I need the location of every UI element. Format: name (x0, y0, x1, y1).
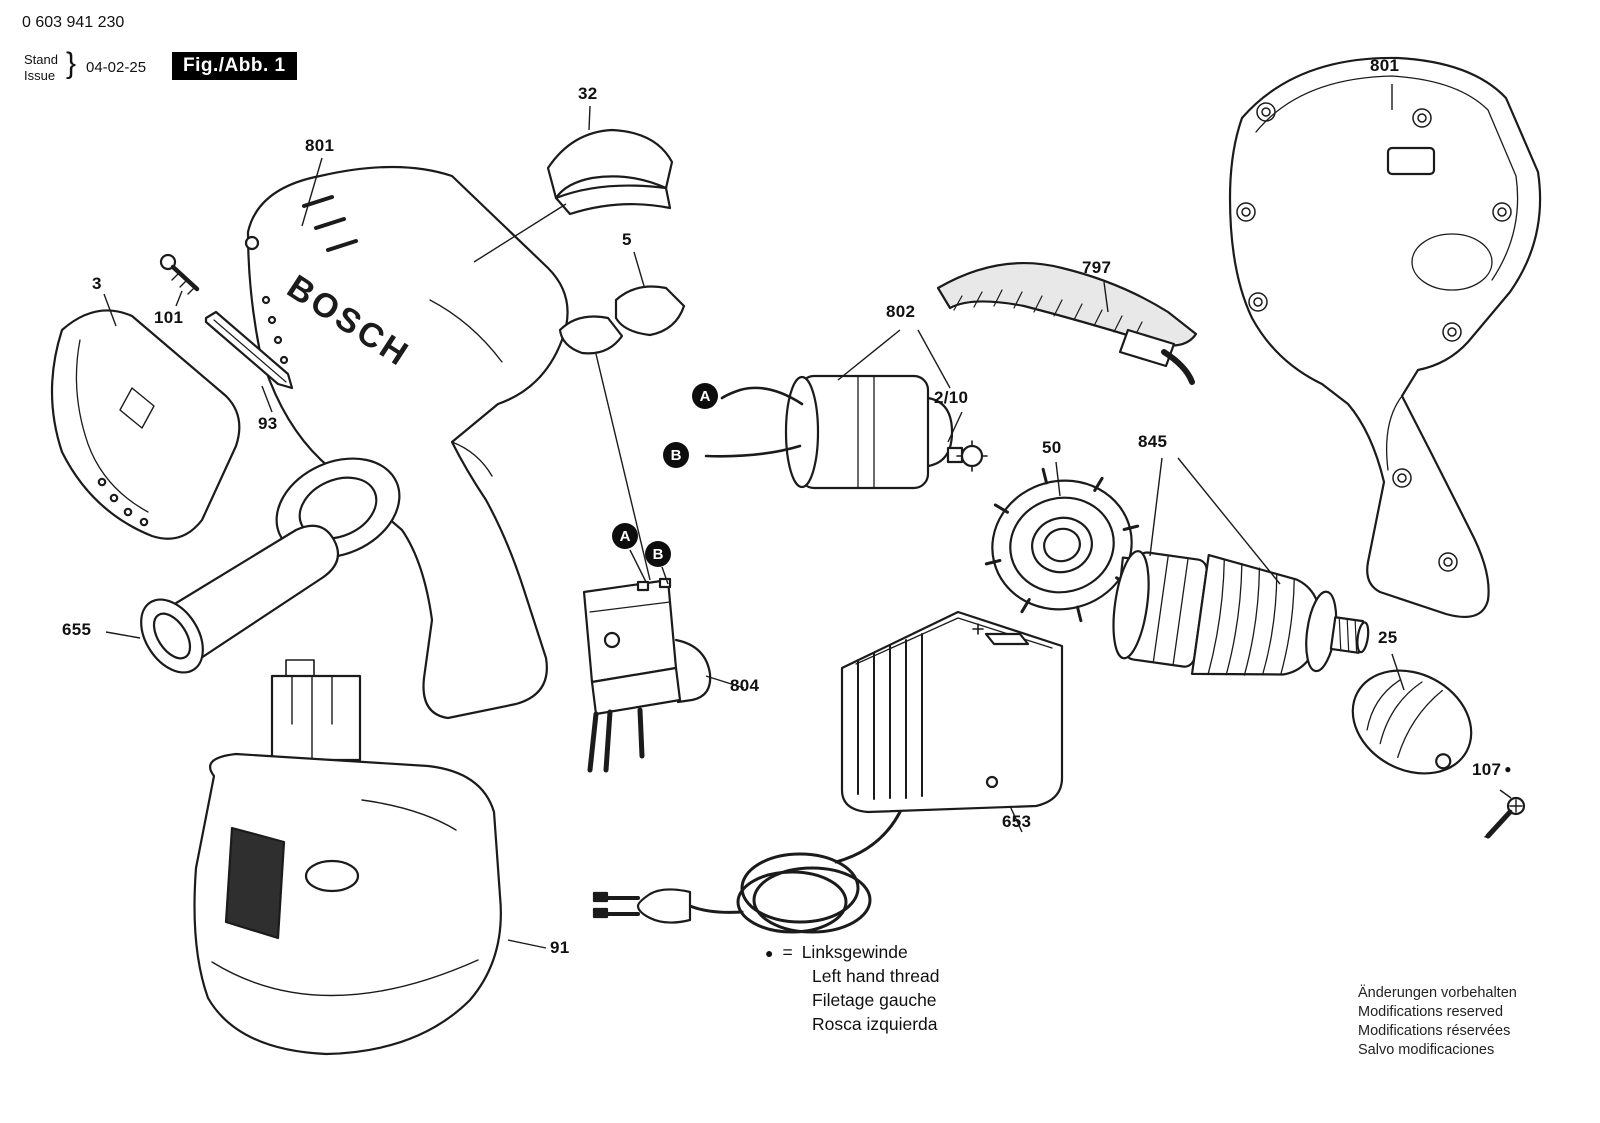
issue-label: Issue (24, 68, 56, 83)
callout-655: 655 (62, 620, 92, 639)
callout-2-10: 2/10 (934, 388, 969, 407)
note-fr: Modifications réservées (1358, 1023, 1511, 1039)
callout-801-left: 801 (305, 136, 335, 155)
note-en: Modifications reserved (1358, 1004, 1504, 1020)
callout-25: 25 (1378, 628, 1398, 647)
note-de: Änderungen vorbehalten (1358, 985, 1517, 1001)
legend-left-hand-thread: ● = Linksgewinde Left hand thread Fileta… (765, 942, 939, 1035)
legend-line-en: Left hand thread (812, 966, 940, 986)
modifications-notes: Änderungen vorbehalten Modifications res… (1358, 984, 1517, 1060)
terminal-b-switch: B (645, 541, 671, 567)
part-number: 0 603 941 230 (22, 14, 125, 31)
callout-32: 32 (578, 84, 598, 103)
callout-802: 802 (886, 302, 916, 321)
callout-5: 5 (622, 230, 632, 249)
legend-equals: = (782, 942, 793, 962)
issue-date: 04-02-25 (86, 59, 147, 76)
note-es: Salvo modificaciones (1358, 1042, 1495, 1058)
callout-801-right: 801 (1370, 56, 1400, 75)
terminal-a-motor: A (692, 383, 718, 409)
callout-107: 107● (1472, 760, 1512, 780)
callout-653: 653 (1002, 812, 1032, 831)
brace-glyph: } (66, 47, 77, 80)
callout-91: 91 (550, 938, 570, 957)
figure-label: Fig./Abb. 1 (172, 52, 297, 80)
callout-845: 845 (1138, 432, 1168, 451)
legend-dot-icon: ● (765, 945, 774, 961)
callout-3: 3 (92, 274, 102, 293)
stand-label: Stand (24, 52, 58, 67)
callout-101: 101 (154, 308, 184, 327)
callout-797: 797 (1082, 258, 1112, 277)
left-thread-dot-icon: ● (1504, 762, 1512, 776)
callout-107-number: 107 (1472, 760, 1502, 779)
callout-50: 50 (1042, 438, 1062, 457)
callout-804: 804 (730, 676, 760, 695)
callout-93: 93 (258, 414, 278, 433)
legend-line-fr: Filetage gauche (812, 990, 937, 1010)
legend-line-es: Rosca izquierda (812, 1014, 938, 1034)
legend-line-de: Linksgewinde (801, 942, 908, 962)
terminal-b-motor: B (663, 442, 689, 468)
terminal-a-switch: A (612, 523, 638, 549)
